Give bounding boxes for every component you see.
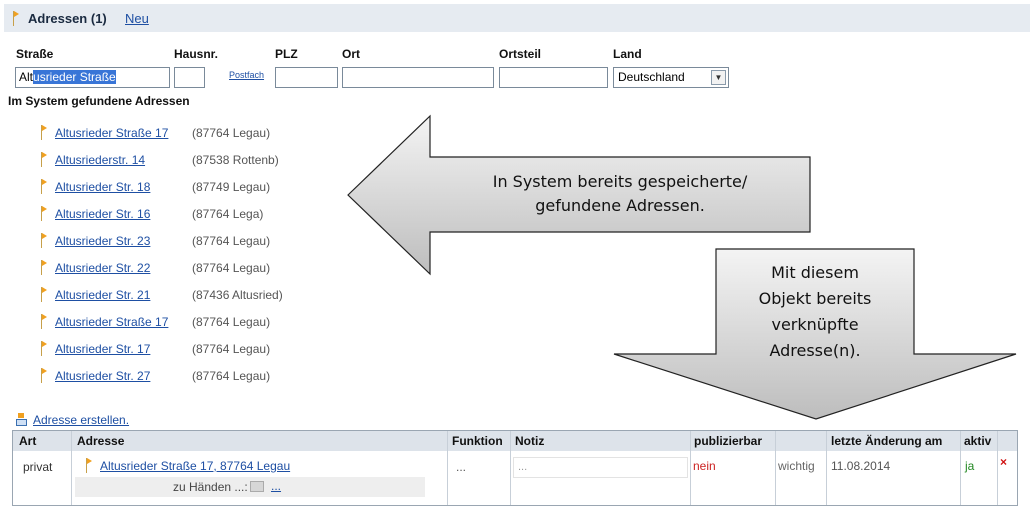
label-land: Land [613,47,642,61]
left-callout-text: In System bereits gespeicherte/ gefunden… [430,170,810,218]
address-link[interactable]: Altusriederstr. 14 [55,153,146,167]
row-address-link[interactable]: Altusrieder Straße 17, 87764 Legau [100,459,291,473]
address-link[interactable]: Altusrieder Straße 17 [55,126,169,140]
address-link[interactable]: Altusrieder Str. 22 [55,261,151,275]
left-callout-line1: In System bereits gespeicherte/ [492,172,748,191]
row-date: 11.08.2014 [831,459,891,473]
flag-icon [40,125,48,140]
contact-card-icon[interactable] [250,481,264,492]
flag-icon [40,260,48,275]
flag-icon [40,152,48,167]
linked-addresses-table: Art Adresse Funktion Notiz publizierbar … [12,430,1018,506]
down-callout-line2: Objekt bereits [758,289,872,308]
flag-icon [85,458,93,473]
flag-icon [40,287,48,302]
table-header: Art Adresse Funktion Notiz publizierbar … [13,431,1017,451]
col-notiz: Notiz [515,434,545,448]
row-notiz-field[interactable]: ... [513,457,688,478]
plz-input[interactable] [275,67,338,88]
label-hausnr: Hausnr. [174,47,219,61]
address-plz: (87764 Legau) [192,234,271,248]
flag-icon [40,368,48,383]
col-publizierbar: publizierbar [694,434,763,448]
house-number-input[interactable] [174,67,205,88]
address-plz: (87749 Legau) [192,180,271,194]
col-funktion: Funktion [452,434,503,448]
row-aktiv[interactable]: ja [965,459,975,473]
col-letzte-aenderung: letzte Änderung am [831,434,943,448]
row-funktion[interactable]: ... [456,460,467,474]
street-input[interactable]: Altusrieder Straße [15,67,170,88]
country-select[interactable]: Deutschland ▼ [613,67,729,88]
country-select-value: Deutschland [618,70,685,84]
postfach-link[interactable]: Postfach [229,70,265,80]
col-aktiv: aktiv [964,434,992,448]
addresses-header: Adressen (1) Neu [4,4,1030,32]
flag-icon [40,341,48,356]
address-link[interactable]: Altusrieder Str. 16 [55,207,151,221]
row-art: privat [23,460,53,474]
section-title: Adressen (1) [28,11,107,26]
address-plz: (87436 Altusried) [192,288,283,302]
address-link[interactable]: Altusrieder Straße 17 [55,315,169,329]
address-plz: (87764 Legau) [192,315,271,329]
down-callout-line1: Mit diesem [771,263,859,282]
zu-haenden-label: zu Händen ...: [173,480,248,494]
address-link[interactable]: Altusrieder Str. 18 [55,180,151,194]
label-ort: Ort [342,47,360,61]
address-plz: (87764 Lega) [192,207,264,221]
down-callout-text: Mit diesem Objekt bereits verknüpfte Adr… [716,260,914,364]
address-plz: (87764 Legau) [192,126,271,140]
flag-icon [40,314,48,329]
left-callout-line2: gefundene Adressen. [535,196,705,215]
down-callout-line4: Adresse(n). [769,341,861,360]
add-address-icon[interactable] [16,413,28,426]
create-address-link[interactable]: Adresse erstellen. [33,413,130,427]
down-callout-line3: verknüpfte [771,315,859,334]
delete-icon[interactable]: × [1000,455,1008,469]
label-plz: PLZ [275,47,298,61]
flag-icon [40,179,48,194]
flag-icon [40,206,48,221]
chevron-down-icon[interactable]: ▼ [711,70,726,85]
address-link[interactable]: Altusrieder Str. 27 [55,369,151,383]
address-plz: (87538 Rottenb) [192,153,279,167]
address-link[interactable]: Altusrieder Str. 17 [55,342,151,356]
district-input[interactable] [499,67,608,88]
address-link[interactable]: Altusrieder Str. 23 [55,234,151,248]
address-plz: (87764 Legau) [192,342,271,356]
street-input-text: Alt [19,70,34,84]
new-address-link[interactable]: Neu [125,11,149,26]
row-publizierbar[interactable]: nein [693,459,716,473]
flag-icon [40,233,48,248]
col-art: Art [19,434,37,448]
address-plz: (87764 Legau) [192,261,271,275]
city-input[interactable] [342,67,494,88]
street-input-selection: usrieder Straße [33,70,116,84]
flag-icon [12,11,20,26]
zu-haenden-link[interactable]: ... [271,479,282,493]
label-strasse: Straße [16,47,54,61]
label-ortsteil: Ortsteil [499,47,542,61]
row-wichtig[interactable]: wichtig [778,459,815,473]
address-plz: (87764 Legau) [192,369,271,383]
col-adresse: Adresse [77,434,125,448]
address-link[interactable]: Altusrieder Str. 21 [55,288,151,302]
found-addresses-title: Im System gefundene Adressen [8,94,190,108]
